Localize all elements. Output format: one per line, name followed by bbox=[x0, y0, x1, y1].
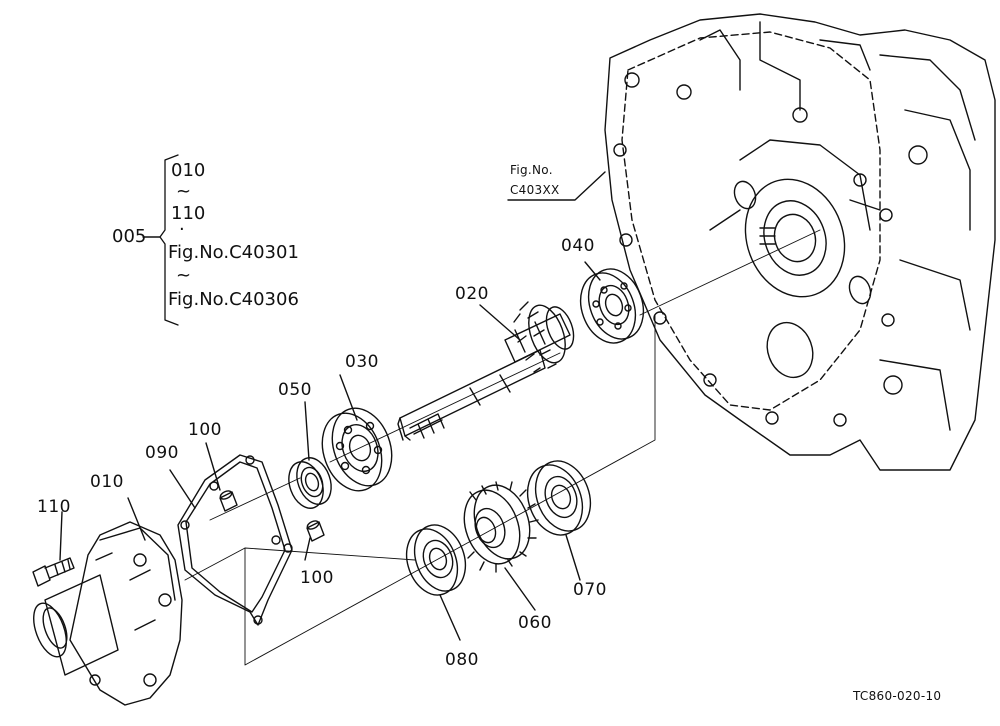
kit-fig-start: Fig.No.C40301 bbox=[168, 242, 299, 263]
counter-shaft-leader bbox=[244, 314, 656, 666]
kit-fig-end: Fig.No.C40306 bbox=[168, 289, 299, 310]
dowel-pin-100b bbox=[306, 520, 325, 542]
label-050: 050 bbox=[278, 380, 312, 400]
label-110: 110 bbox=[37, 497, 71, 517]
kit-main-ref: 005 bbox=[112, 226, 147, 247]
bearing-070 bbox=[526, 460, 592, 536]
gear-060 bbox=[463, 481, 539, 573]
label-070: 070 bbox=[573, 580, 607, 600]
dowel-pin-100a bbox=[219, 490, 238, 512]
main-shaft-centerline bbox=[209, 229, 821, 521]
diagram-code: TC860-020-10 bbox=[853, 689, 942, 703]
label-100a: 100 bbox=[188, 420, 222, 440]
kit-range-start: 010 bbox=[171, 160, 206, 181]
label-090: 090 bbox=[145, 443, 179, 463]
kit-range-tilde: ~ bbox=[176, 181, 192, 202]
reference-leader bbox=[507, 171, 606, 201]
bolt-110 bbox=[32, 557, 75, 587]
bearing-040 bbox=[579, 268, 645, 344]
bearing-030 bbox=[321, 407, 393, 492]
reference-line2: C403XX bbox=[510, 183, 560, 197]
label-010: 010 bbox=[90, 472, 124, 492]
bearing-080 bbox=[405, 524, 467, 596]
label-080: 080 bbox=[445, 650, 479, 670]
kit-fig-tilde: ~ bbox=[176, 265, 192, 286]
reference-line1: Fig.No. bbox=[510, 163, 553, 177]
label-100b: 100 bbox=[300, 568, 334, 588]
oil-seal-050 bbox=[288, 457, 332, 509]
main-shaft-020 bbox=[397, 301, 575, 441]
label-060: 060 bbox=[518, 613, 552, 633]
transmission-housing bbox=[604, 13, 996, 471]
label-020: 020 bbox=[455, 284, 489, 304]
kit-range-end: 110 bbox=[171, 203, 206, 224]
gasket-090 bbox=[177, 454, 293, 626]
cover-010 bbox=[33, 521, 183, 706]
label-040: 040 bbox=[561, 236, 595, 256]
kit-separator: · bbox=[179, 219, 185, 240]
label-030: 030 bbox=[345, 352, 379, 372]
